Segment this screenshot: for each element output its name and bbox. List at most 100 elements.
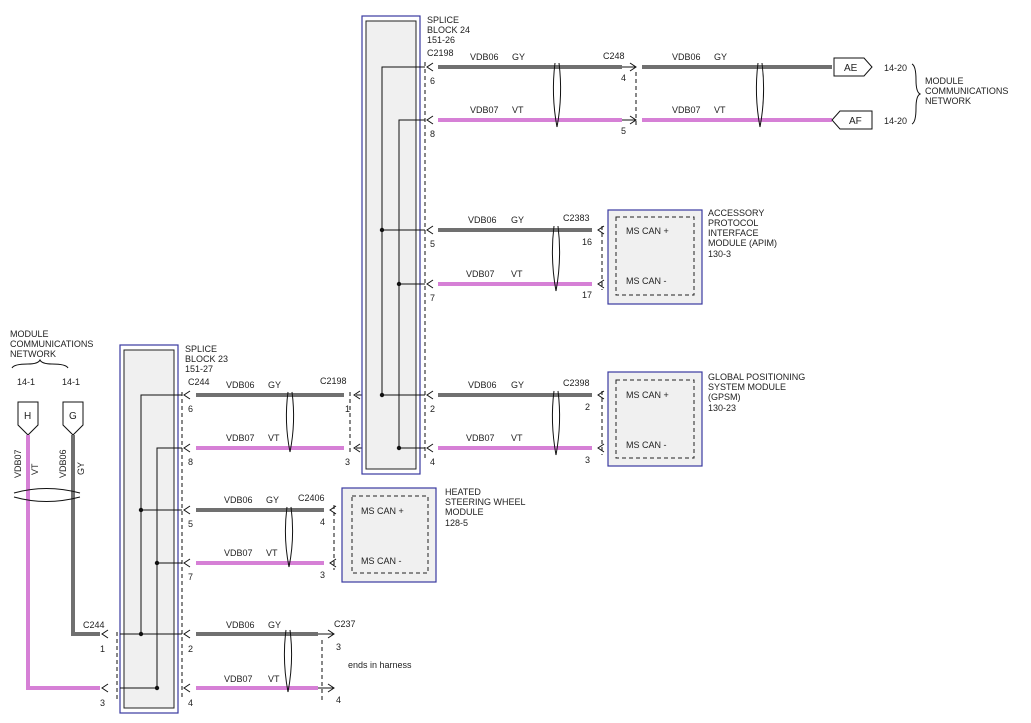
c248-label: C248	[603, 51, 625, 61]
wire-s23-gy-circuit: VDB06	[226, 380, 255, 390]
wire-hsw-gy-color: GY	[266, 495, 279, 505]
c244-pin-3: 3	[100, 698, 105, 708]
left-vt-circuit: VDB07	[13, 449, 23, 478]
s23-pin-7: 7	[188, 572, 193, 582]
wire-apim-gy-color: GY	[511, 215, 524, 225]
wire-s23-vt-circuit: VDB07	[226, 433, 255, 443]
wire-c248-gy-circuit: VDB06	[470, 52, 499, 62]
wire-gpsm-vt-color: VT	[511, 433, 523, 443]
left-network-label: MODULE COMMUNICATIONS NETWORK 14-1 14-1	[10, 329, 93, 387]
c2398-label: C2398	[563, 378, 590, 388]
left-ref-h: 14-1	[17, 377, 35, 387]
splice23-title1: SPLICE	[185, 344, 217, 354]
wire-ae-gy-color: GY	[714, 52, 727, 62]
s23-gy-bus	[120, 394, 182, 635]
gpsm-ref: 130-23	[708, 403, 736, 413]
s23-vt-bus	[120, 447, 182, 689]
splice24-title2: BLOCK 24	[427, 25, 470, 35]
wire-af-vt-circuit: VDB07	[672, 105, 701, 115]
gpsm-name-1: GLOBAL POSITIONING	[708, 372, 805, 382]
c248-pin-5: 5	[621, 126, 626, 136]
c2198-label: C2198	[320, 376, 347, 386]
c2198-pin-1: 1	[345, 404, 350, 414]
hsw-pin-4: 4	[320, 517, 325, 527]
c244-arrow-1	[101, 629, 109, 639]
wire-af-vt-color: VT	[714, 105, 726, 115]
left-network-line2: COMMUNICATIONS	[10, 339, 93, 349]
flag-ae-label: AE	[844, 63, 858, 74]
hsw-can-plus: MS CAN +	[361, 506, 404, 516]
flag-af: AF 14-20	[831, 110, 907, 130]
splice-block-24: SPLICE BLOCK 24 151-26 C2198	[361, 15, 470, 475]
s23-pin-8: 8	[188, 457, 193, 467]
splice23-conn: C244	[188, 377, 210, 387]
c2383-label: C2383	[563, 213, 590, 223]
wire-gpsm-gy-color: GY	[511, 380, 524, 390]
hsw-ref: 128-5	[445, 518, 468, 528]
wire-apim-gy-circuit: VDB06	[468, 215, 497, 225]
splice-block-23: SPLICE BLOCK 23 151-27 C244	[119, 344, 228, 714]
apim-name-2: PROTOCOL	[708, 218, 758, 228]
c244-arrow-3	[101, 683, 109, 693]
c248-pin-4: 4	[621, 73, 626, 83]
s23-pin-5: 5	[188, 519, 193, 529]
c237-pin-3: 3	[336, 642, 341, 652]
left-ref-g: 14-1	[62, 377, 80, 387]
wire-c237-vt-color: VT	[268, 674, 280, 684]
left-twist-top	[13, 488, 81, 494]
wire-hsw-vt-color: VT	[266, 548, 278, 558]
s24-gy-bus	[381, 66, 425, 395]
c237-label: C237	[334, 619, 356, 629]
left-gy-color: GY	[76, 462, 86, 475]
flag-af-ref: 14-20	[884, 116, 907, 126]
s24-pin-5: 5	[430, 239, 435, 249]
c244-pin-1: 1	[100, 644, 105, 654]
left-gy-circuit: VDB06	[58, 449, 68, 478]
apim-name-1: ACCESSORY	[708, 208, 764, 218]
right-network-line2: COMMUNICATIONS	[925, 86, 1008, 96]
apim-pin-16: 16	[582, 237, 592, 247]
left-twist-bottom	[13, 496, 81, 502]
flag-h-label: H	[24, 411, 31, 422]
wire-hsw-gy-circuit: VDB06	[224, 495, 253, 505]
wire-s23-gy-color: GY	[268, 380, 281, 390]
gpsm-module: MS CAN + MS CAN - GLOBAL POSITIONING SYS…	[607, 371, 805, 467]
note-ends-in-harness: ends in harness	[348, 660, 412, 670]
gpsm-name-2: SYSTEM MODULE	[708, 382, 786, 392]
apim-ref: 130-3	[708, 249, 731, 259]
s24-vt-bus	[398, 119, 425, 448]
s24-pin-4: 4	[430, 457, 435, 467]
c2198-pin-3: 3	[345, 457, 350, 467]
wire-c237-vt-circuit: VDB07	[224, 674, 253, 684]
hsw-can-minus: MS CAN -	[361, 556, 402, 566]
left-network-brace	[11, 358, 69, 369]
apim-pin-17: 17	[582, 290, 592, 300]
hsw-pin-3: 3	[320, 570, 325, 580]
s24-pin-2: 2	[430, 404, 435, 414]
gpsm-can-plus: MS CAN +	[626, 390, 669, 400]
apim-name-4: MODULE (APIM)	[708, 238, 777, 248]
wire-c237-gy-circuit: VDB06	[226, 620, 255, 630]
gpsm-name-3: (GPSM)	[708, 392, 741, 402]
splice24-ref: 151-26	[427, 35, 455, 45]
flag-h: H	[17, 401, 39, 436]
s24-pin-6: 6	[430, 76, 435, 86]
left-network-line1: MODULE	[10, 329, 49, 339]
c237-pin-4: 4	[336, 695, 341, 705]
apim-can-plus: MS CAN +	[626, 226, 669, 236]
left-gy-wire	[71, 435, 100, 636]
splice23-title2: BLOCK 23	[185, 354, 228, 364]
hsw-name-3: MODULE	[445, 507, 484, 517]
gpsm-pin-2: 2	[585, 402, 590, 412]
s23-pin-4: 4	[188, 698, 193, 708]
right-network-line1: MODULE	[925, 76, 964, 86]
hsw-name-1: HEATED	[445, 487, 481, 497]
flag-g-label: G	[69, 411, 77, 422]
splice24-inner	[365, 20, 417, 470]
right-network-line3: NETWORK	[925, 96, 971, 106]
wire-c248-gy-color: GY	[512, 52, 525, 62]
hsw-module: MS CAN + MS CAN - HEATED STEERING WHEEL …	[341, 487, 526, 583]
splice24-conn: C2198	[427, 48, 454, 58]
wire-c248-vt-circuit: VDB07	[470, 105, 499, 115]
left-vt-color: VT	[30, 463, 40, 475]
